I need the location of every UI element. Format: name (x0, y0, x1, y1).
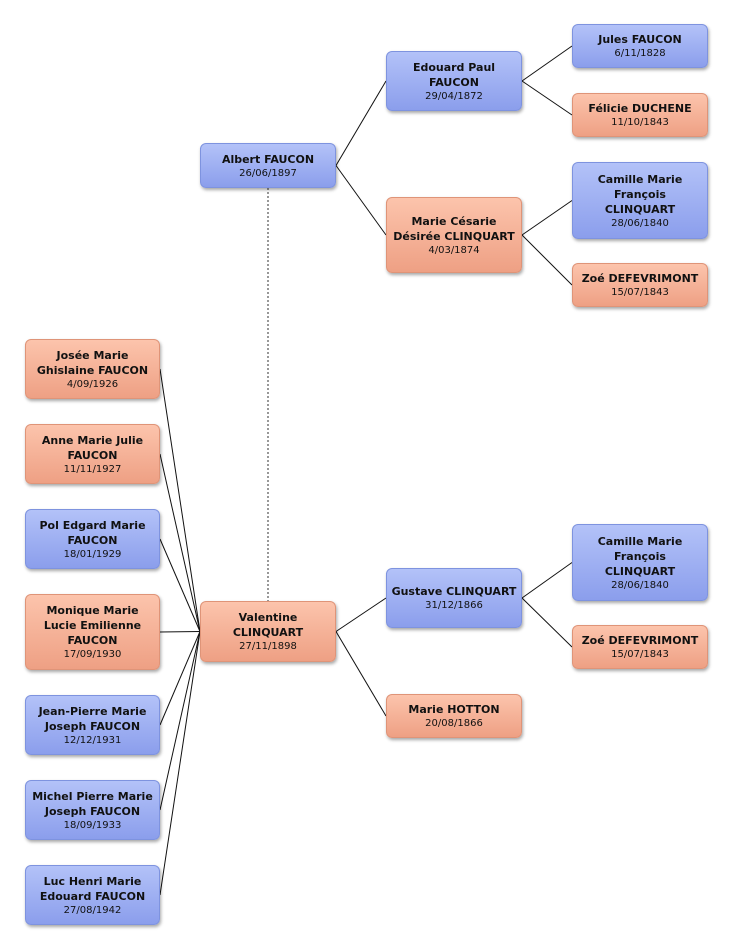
person-zoe-defevrimont-2[interactable]: Zoé DEFEVRIMONT 15/07/1843 (572, 625, 708, 669)
parent-link-valentine-gustave (335, 597, 387, 632)
child-link-pol (159, 538, 201, 632)
child-link-luc (159, 631, 201, 896)
person-monique-faucon[interactable]: Monique Marie Lucie Emilienne FAUCON 17/… (25, 594, 160, 670)
person-name: Gustave CLINQUART (391, 585, 517, 598)
person-name: Pol Edgard Marie FAUCON (39, 518, 146, 547)
person-name: Marie Césarie Désirée CLINQUART (393, 214, 515, 243)
person-date: 18/01/1929 (63, 548, 122, 560)
person-anne-faucon[interactable]: Anne Marie Julie FAUCON 11/11/1927 (25, 424, 160, 484)
person-luc-faucon[interactable]: Luc Henri Marie Edouard FAUCON 27/08/194… (25, 865, 160, 925)
person-michel-faucon[interactable]: Michel Pierre Marie Joseph FAUCON 18/09/… (25, 780, 160, 840)
parent-link-albert-edouard (335, 80, 387, 166)
person-name: Valentine CLINQUART (232, 611, 304, 639)
person-date: 4/03/1874 (428, 244, 480, 256)
person-date: 18/09/1933 (63, 819, 122, 831)
person-date: 27/11/1898 (239, 641, 297, 652)
child-link-jeanpierre (159, 631, 201, 726)
person-date: 15/07/1843 (611, 287, 669, 298)
person-date: 12/12/1931 (63, 734, 122, 746)
person-name: Félicie DUCHENE (588, 102, 692, 115)
person-marie-cesarie-clinquart[interactable]: Marie Césarie Désirée CLINQUART 4/03/187… (386, 197, 522, 273)
person-zoe-defevrimont-1[interactable]: Zoé DEFEVRIMONT 15/07/1843 (572, 263, 708, 307)
person-albert-faucon[interactable]: Albert FAUCON 26/06/1897 (200, 143, 336, 188)
person-name: Camille Marie François CLINQUART (597, 534, 683, 578)
person-date: 29/04/1872 (425, 90, 483, 102)
person-gustave-clinquart[interactable]: Gustave CLINQUART 31/12/1866 (386, 568, 522, 628)
person-name: Marie HOTTON (408, 703, 500, 716)
person-name: Jules FAUCON (598, 33, 682, 46)
parent-link-cesarie-zoe1 (521, 234, 573, 286)
person-name: Luc Henri Marie Edouard FAUCON (39, 874, 146, 903)
parent-link-edouard-jules (521, 45, 573, 82)
person-felicie-duchene[interactable]: Félicie DUCHENE 11/10/1843 (572, 93, 708, 137)
person-date: 28/06/1840 (611, 579, 669, 591)
person-jean-pierre-faucon[interactable]: Jean-Pierre Marie Joseph FAUCON 12/12/19… (25, 695, 160, 755)
child-link-josee (159, 368, 201, 632)
person-date: 6/11/1828 (614, 48, 666, 59)
parent-link-edouard-felicie (521, 80, 573, 116)
person-date: 27/08/1942 (63, 904, 122, 916)
person-date: 28/06/1840 (611, 217, 669, 229)
person-marie-hotton[interactable]: Marie HOTTON 20/08/1866 (386, 694, 522, 738)
person-date: 15/07/1843 (611, 649, 669, 660)
person-name: Camille Marie François CLINQUART (597, 172, 683, 216)
person-name: Anne Marie Julie FAUCON (41, 433, 144, 462)
person-date: 20/08/1866 (425, 718, 483, 729)
parent-link-gustave-zoe2 (521, 597, 573, 648)
parent-link-valentine-hotton (335, 631, 387, 717)
parent-link-cesarie-camille1 (521, 200, 573, 236)
person-date: 31/12/1866 (425, 600, 483, 611)
person-date: 11/11/1927 (63, 463, 122, 475)
person-pol-faucon[interactable]: Pol Edgard Marie FAUCON 18/01/1929 (25, 509, 160, 569)
person-camille-clinquart-2[interactable]: Camille Marie François CLINQUART 28/06/1… (572, 524, 708, 601)
person-date: 11/10/1843 (611, 117, 669, 128)
person-name: Zoé DEFEVRIMONT (581, 634, 699, 647)
child-link-monique (159, 631, 201, 633)
person-name: Josée Marie Ghislaine FAUCON (36, 348, 149, 377)
person-jules-faucon[interactable]: Jules FAUCON 6/11/1828 (572, 24, 708, 68)
person-date: 17/09/1930 (63, 649, 122, 660)
person-valentine-clinquart[interactable]: Valentine CLINQUART 27/11/1898 (200, 601, 336, 662)
person-date: 26/06/1897 (239, 167, 297, 179)
parent-link-gustave-camille2 (521, 562, 573, 599)
person-date: 4/09/1926 (66, 378, 119, 390)
child-link-michel (159, 631, 201, 811)
child-link-anne (159, 453, 201, 632)
person-name: Jean-Pierre Marie Joseph FAUCON (38, 704, 147, 733)
person-name: Michel Pierre Marie Joseph FAUCON (32, 789, 153, 818)
person-edouard-paul-faucon[interactable]: Edouard Paul FAUCON 29/04/1872 (386, 51, 522, 111)
person-name: Edouard Paul FAUCON (412, 60, 496, 89)
person-josee-faucon[interactable]: Josée Marie Ghislaine FAUCON 4/09/1926 (25, 339, 160, 399)
person-camille-clinquart-1[interactable]: Camille Marie François CLINQUART 28/06/1… (572, 162, 708, 239)
parent-link-albert-cesarie (335, 165, 387, 236)
person-name: Albert FAUCON (221, 152, 315, 166)
person-name: Zoé DEFEVRIMONT (581, 272, 699, 285)
person-name: Monique Marie Lucie Emilienne FAUCON (43, 604, 142, 647)
